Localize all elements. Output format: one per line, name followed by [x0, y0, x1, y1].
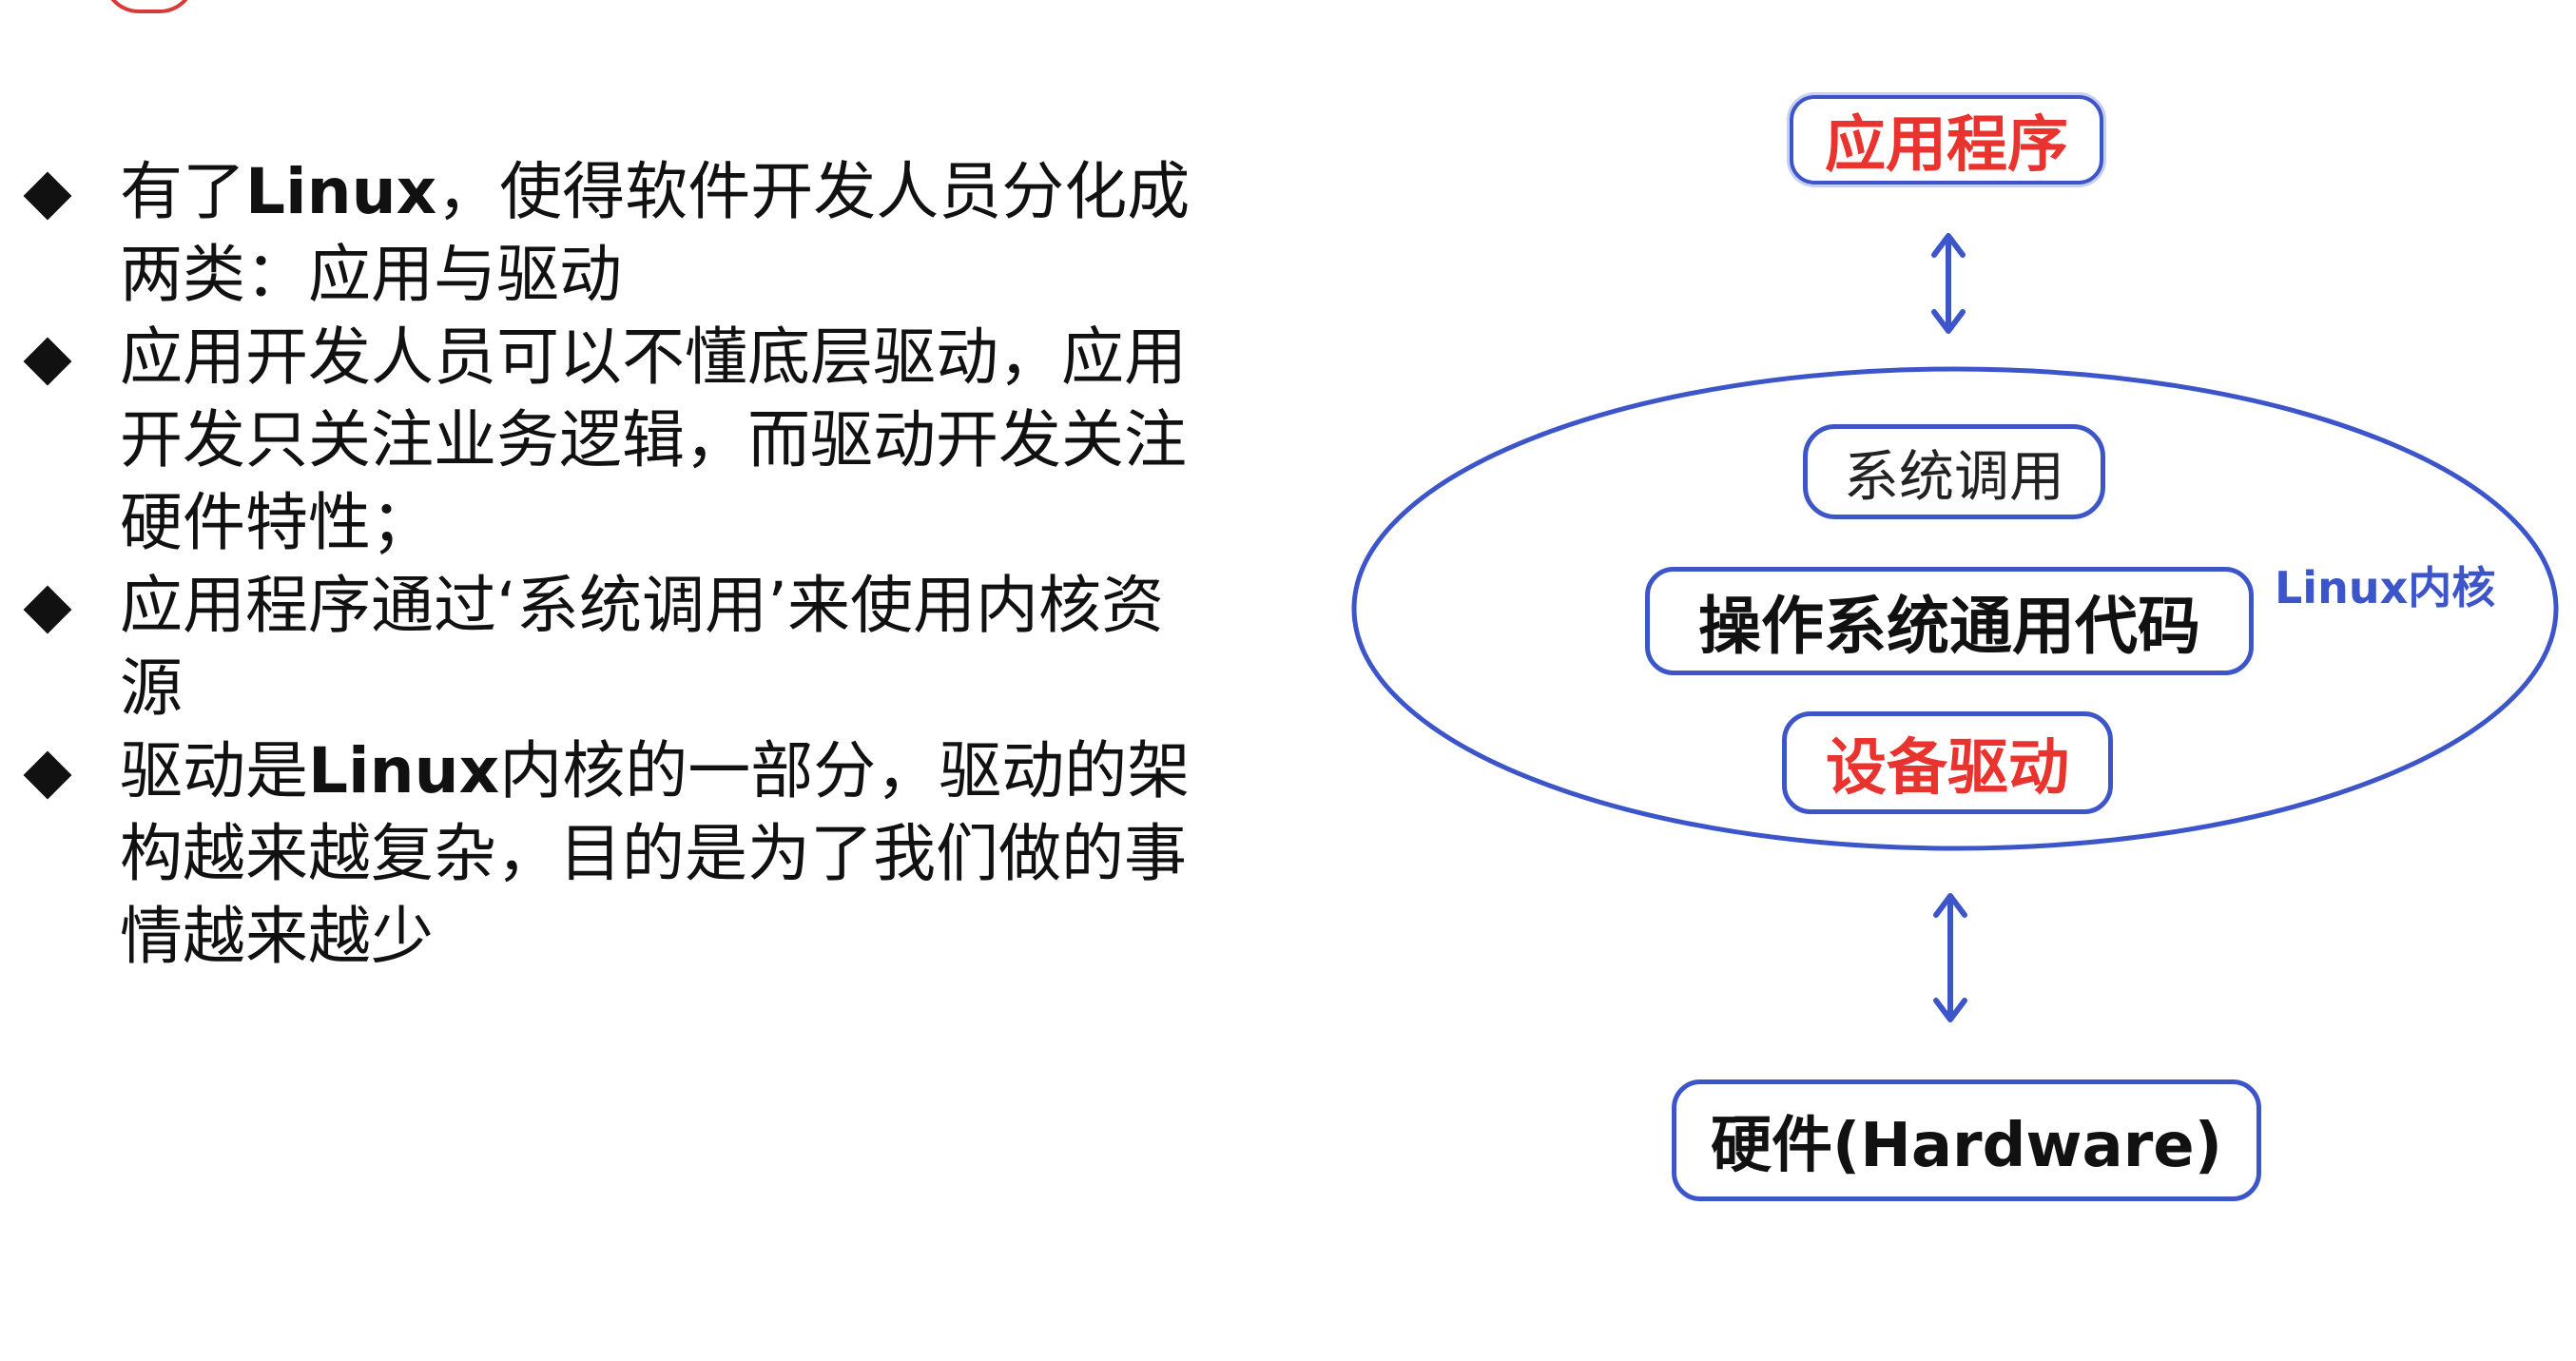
bullet-line: 情越来越少 — [120, 895, 1310, 978]
bullet-item: 应用程序通过‘系统调用’来使用内核资源 — [17, 564, 1310, 729]
bullet-line: 驱动是Linux内核的一部分，驱动的架 — [120, 729, 1310, 812]
lower-double-arrow — [1933, 893, 1967, 1022]
diamond-bullet-icon — [23, 171, 72, 221]
hardware-box: 硬件(Hardware) — [1672, 1079, 2261, 1201]
bullet-line: 应用程序通过‘系统调用’来使用内核资 — [120, 564, 1310, 647]
bullet-text: 应用开发人员可以不懂底层驱动，应用 — [120, 321, 1187, 394]
bullet-text: 情越来越少 — [120, 900, 434, 973]
os-common-code-box: 操作系统通用代码 — [1645, 567, 2254, 675]
bullet-text: 构越来越复杂，目的是为了我们做的事 — [120, 817, 1187, 890]
bullet-line: 两类：应用与驱动 — [120, 233, 1310, 316]
bullet-text: 驱动是 — [120, 734, 308, 807]
system-call-label: 系统调用 — [1843, 444, 2064, 509]
device-driver-box: 设备驱动 — [1782, 711, 2113, 814]
bullet-line: 构越来越复杂，目的是为了我们做的事 — [120, 812, 1310, 895]
bullet-text: 两类：应用与驱动 — [120, 238, 622, 311]
bullet-text: 硬件特性； — [120, 486, 434, 559]
device-driver-label: 设备驱动 — [1826, 733, 2069, 804]
bullet-line: 开发只关注业务逻辑，而驱动开发关注 — [120, 399, 1310, 481]
bullet-text: 源 — [120, 651, 183, 725]
bullet-text: ，使得软件开发人员分化成 — [436, 155, 1191, 228]
bullet-item: 有了Linux，使得软件开发人员分化成两类：应用与驱动 — [17, 150, 1310, 316]
diamond-bullet-icon — [23, 337, 72, 386]
kernel-ellipse — [1351, 366, 2559, 851]
system-call-box: 系统调用 — [1803, 424, 2105, 519]
diamond-bullet-icon — [23, 750, 72, 800]
application-box: 应用程序 — [1790, 95, 2103, 185]
linux-architecture-diagram: 应用程序 系统调用 操作系统通用代码 设备驱动 硬件(Hardware) Lin… — [1331, 0, 2576, 1361]
diamond-bullet-icon — [23, 585, 72, 634]
linux-term: Linux — [245, 155, 437, 228]
linux-term: Linux — [308, 734, 500, 807]
corner-decoration — [103, 0, 196, 13]
bullet-text: 应用程序通过‘系统调用’来使用内核资 — [120, 569, 1164, 642]
bullet-item: 应用开发人员可以不懂底层驱动，应用开发只关注业务逻辑，而驱动开发关注硬件特性； — [17, 316, 1310, 564]
bullet-list: 有了Linux，使得软件开发人员分化成两类：应用与驱动应用开发人员可以不懂底层驱… — [17, 150, 1310, 978]
bullet-item: 驱动是Linux内核的一部分，驱动的架构越来越复杂，目的是为了我们做的事情越来越… — [17, 729, 1310, 978]
bullet-line: 源 — [120, 647, 1310, 729]
hardware-label: 硬件(Hardware) — [1711, 1111, 2222, 1181]
os-common-code-label: 操作系统通用代码 — [1698, 590, 2200, 663]
bullet-text: 内核的一部分，驱动的架 — [499, 734, 1191, 807]
bullet-line: 有了Linux，使得软件开发人员分化成 — [120, 150, 1310, 233]
diagram-shapes — [1351, 233, 2559, 1022]
upper-double-arrow — [1931, 233, 1966, 334]
bullet-line: 硬件特性； — [120, 481, 1310, 564]
linux-kernel-label: Linux内核 — [2275, 562, 2496, 613]
bullet-text: 有了 — [120, 155, 245, 228]
application-label: 应用程序 — [1825, 110, 2068, 181]
bullet-line: 应用开发人员可以不懂底层驱动，应用 — [120, 316, 1310, 399]
bullet-text: 开发只关注业务逻辑，而驱动开发关注 — [120, 403, 1187, 476]
